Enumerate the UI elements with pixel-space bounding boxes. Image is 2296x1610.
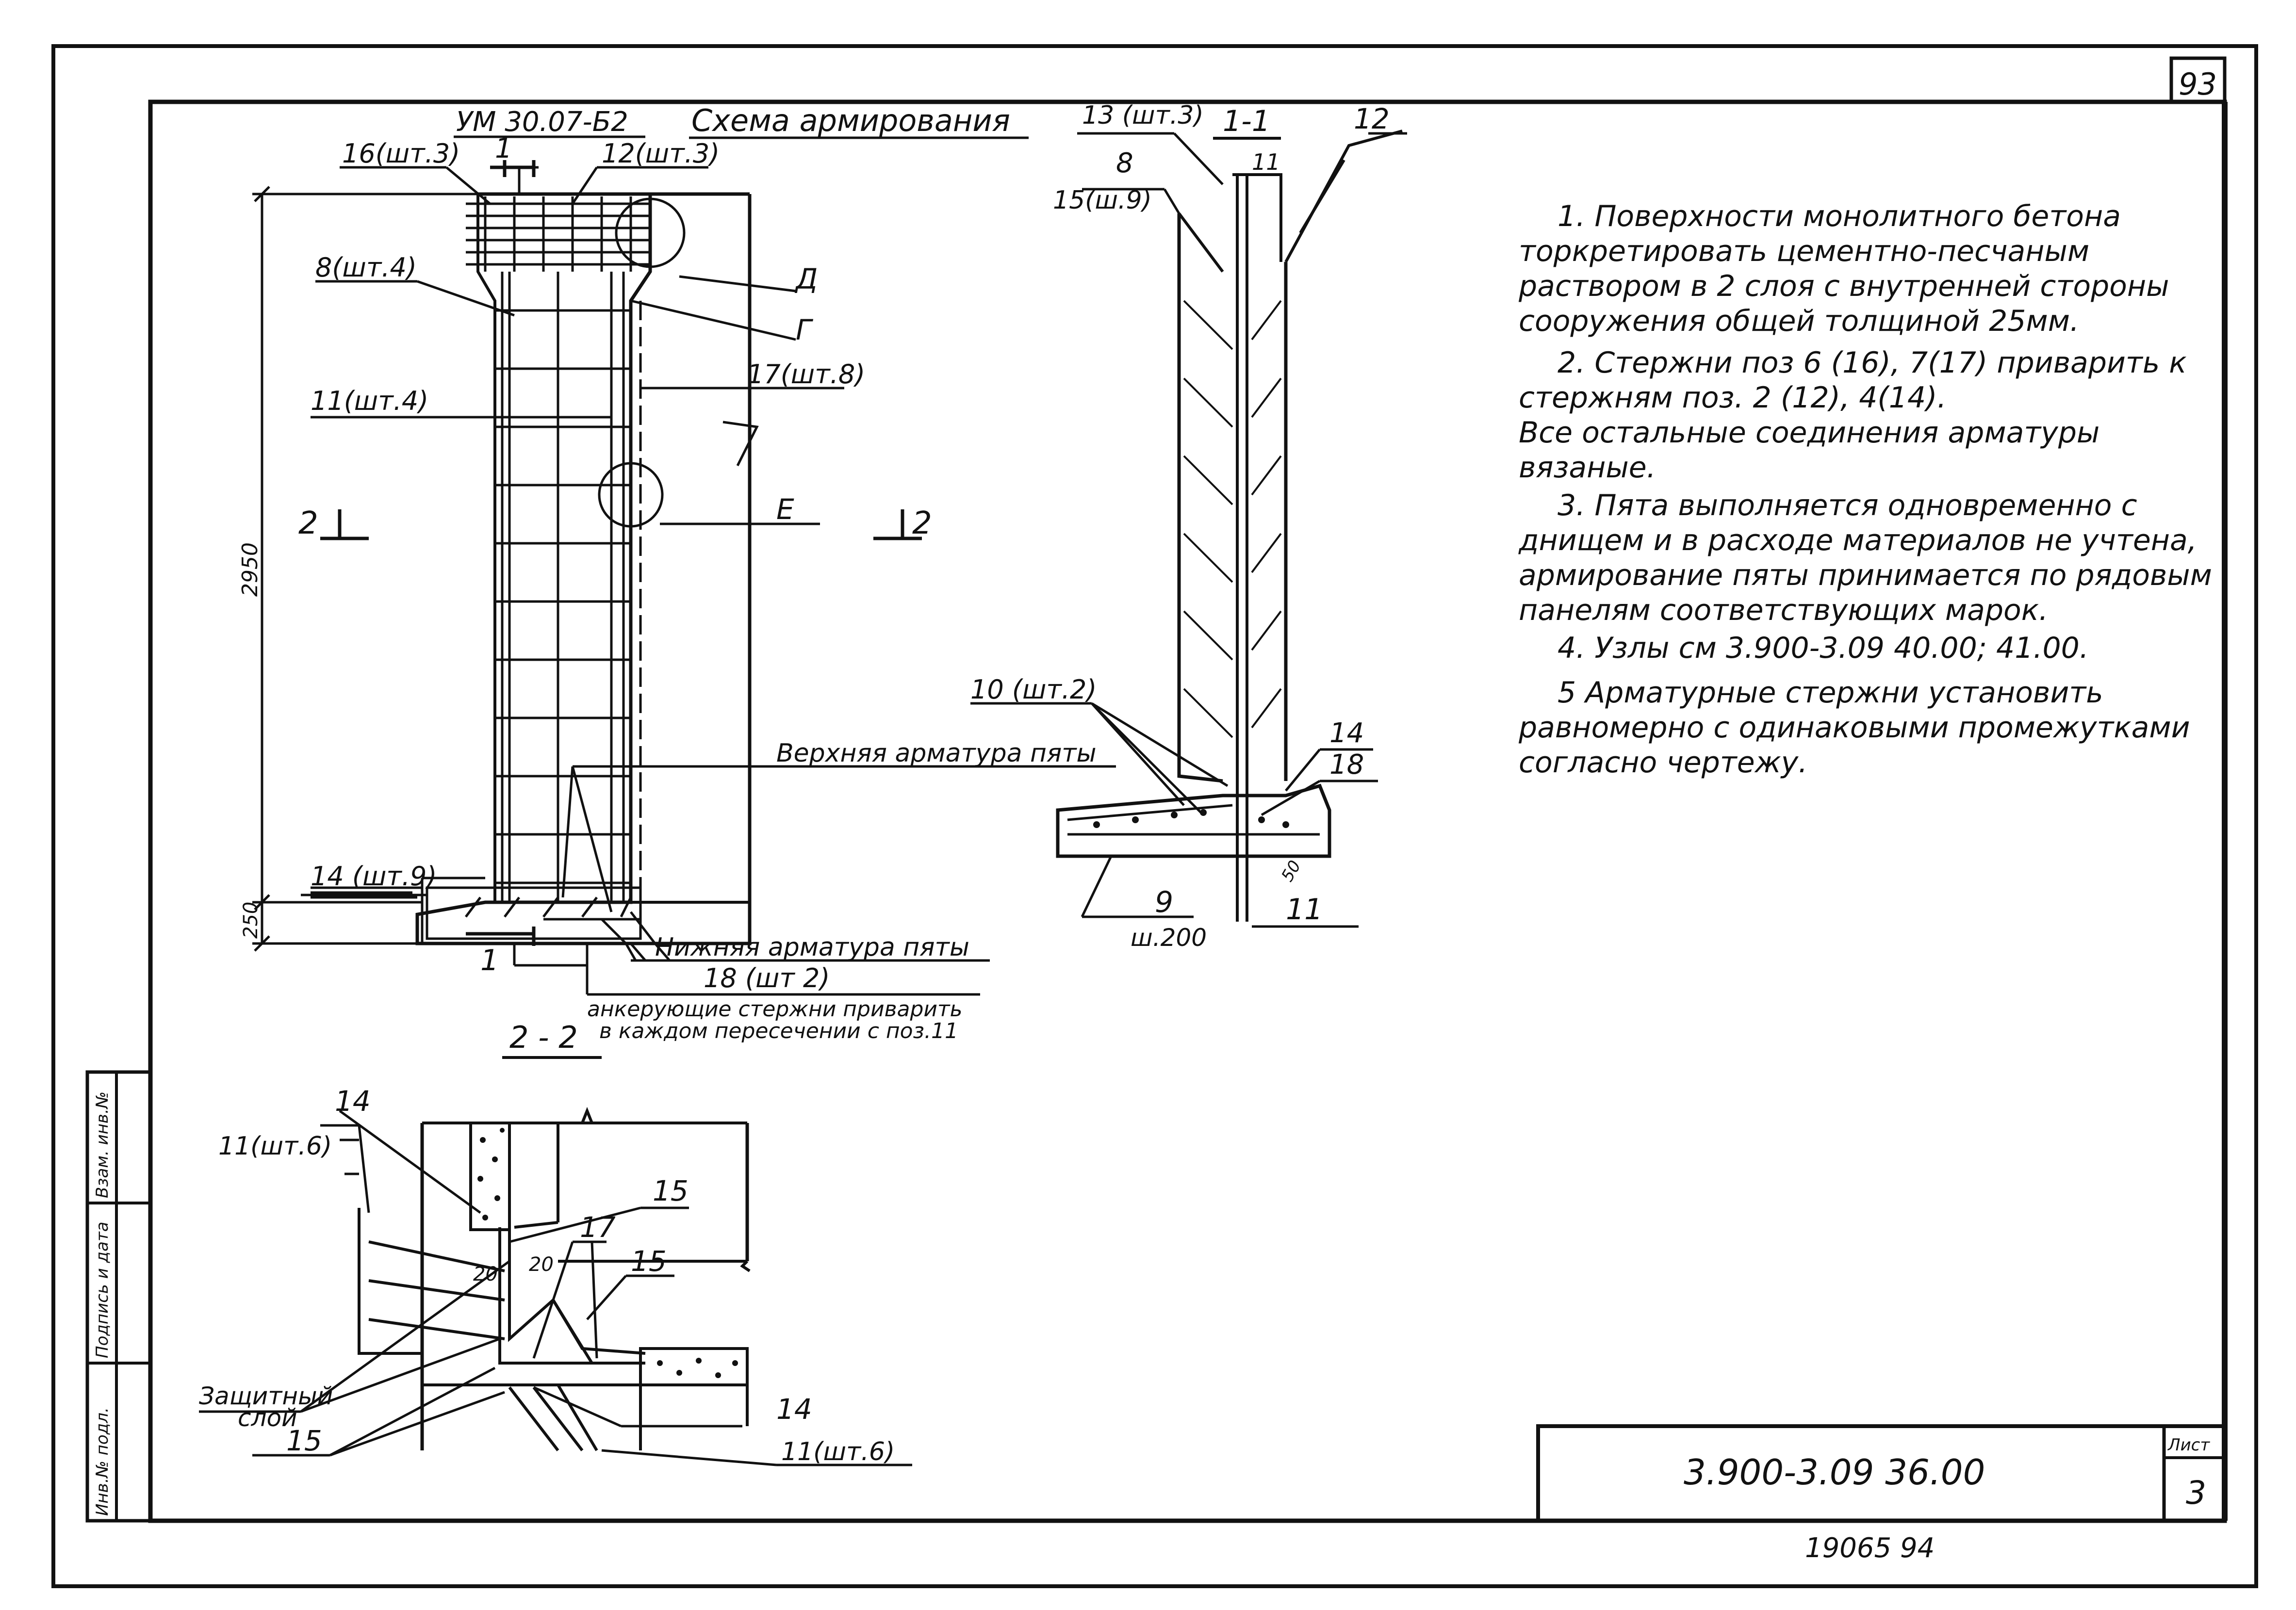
wall-grid — [495, 272, 642, 902]
note-2b: Все остальные соединения арматуры вязаны… — [1519, 416, 2100, 485]
s11-label-p10: 10 (шт.2) — [970, 674, 1097, 705]
note-2: 2. Стержни поз 6 (16), 7(17) приварить к… — [1519, 346, 2187, 415]
page-number: 93 — [2179, 66, 2217, 102]
stamp-side-labels: Инв.№ подл. Подпись и дата Взам. инв.№ — [93, 1091, 112, 1516]
footing-dots — [1093, 809, 1289, 828]
section-2-2-title: 2 - 2 — [509, 1020, 578, 1055]
s11-label-p12: 12 — [1354, 102, 1390, 135]
s11-dim-small: 50 — [1278, 857, 1305, 885]
main-reinforcement-view: УМ 30.07-Б2 Схема армирования — [238, 103, 1116, 1043]
s22-protective-line2: слой — [238, 1404, 297, 1432]
section-2-2-leaders — [199, 1109, 912, 1466]
label-p8: 8(шт.4) — [315, 252, 417, 283]
s11-label-p13: 13 (шт.3) — [1082, 101, 1204, 130]
concrete-fill-bottom — [657, 1358, 738, 1378]
sheet-label: Лист — [2167, 1435, 2210, 1455]
label-p14: 14 (шт.9) — [311, 861, 437, 892]
cut1-top-label: 1 — [495, 133, 512, 164]
cut2-left-label: 2 — [298, 505, 318, 541]
section-1-1-title: 1-1 — [1223, 104, 1270, 138]
s22-label-p15-top: 15 — [653, 1174, 689, 1207]
doc-code: 3.900-3.09 36.00 — [1684, 1452, 1985, 1493]
s22-label-p15-mid: 15 — [631, 1245, 667, 1278]
s11-label-p15: 15(ш.9) — [1053, 186, 1152, 215]
s11-label-p9: 9 — [1155, 885, 1173, 919]
node-circle-e — [598, 462, 664, 528]
label-p11: 11(шт.4) — [311, 386, 428, 416]
cut-marks — [320, 160, 922, 946]
stamp-label-signature: Подпись и дата — [93, 1221, 112, 1358]
dim-heel-label: 250 — [240, 902, 262, 939]
section-2-2: 2 - 2 — [199, 1020, 912, 1466]
sheet-number: 3 — [2186, 1474, 2206, 1512]
stamp-label-inventory: Инв.№ подл. — [93, 1407, 112, 1516]
top-cage — [466, 196, 650, 272]
note-3: 3. Пята выполняется одновременно с днище… — [1519, 488, 2212, 627]
panel-outline — [415, 192, 752, 945]
s22-label-p11-top: 11(шт.6) — [218, 1132, 332, 1161]
node-e-label: Е — [776, 493, 794, 526]
s11-label-p11-bottom: 11 — [1286, 893, 1323, 927]
section-1-1-leaders — [970, 132, 1407, 928]
cut2-right-label: 2 — [912, 505, 932, 541]
s22-label-p14-top: 14 — [335, 1085, 371, 1118]
section-1-1-hatch — [1183, 300, 1282, 738]
inventory-number: 19065 94 — [1805, 1532, 1935, 1564]
s22-dim-20b: 20 — [529, 1253, 554, 1276]
dimensions — [252, 186, 478, 952]
node-d-label: Д — [794, 262, 818, 295]
s11-label-p14: 14 — [1329, 717, 1364, 749]
s11-label-step: ш.200 — [1131, 924, 1207, 952]
sheet-frame — [51, 44, 2258, 1588]
upper-heel-label: Верхняя арматура пяты — [776, 739, 1097, 768]
cut1-bottom-label: 1 — [480, 943, 499, 977]
note-4: 4. Узлы см 3.900-3.09 40.00; 41.00. — [1558, 631, 2089, 665]
node-g-label: Г — [796, 313, 814, 346]
s22-label-p14-bottom: 14 — [776, 1393, 812, 1426]
note-5: 5 Арматурные стержни установить равномер… — [1519, 676, 2190, 780]
label-p17: 17(шт.8) — [747, 359, 865, 390]
section-1-1: 1-1 — [970, 101, 1407, 952]
lower-heel-label: Нижняя арматура пяты — [655, 933, 969, 962]
view-title: Схема армирования — [691, 103, 1010, 138]
s11-label-p11-top: 11 — [1252, 149, 1280, 175]
s22-protective-line1: Защитный — [199, 1382, 333, 1410]
concrete-fill — [477, 1128, 505, 1220]
s22-dim-20a: 20 — [473, 1263, 498, 1285]
s22-label-p15-bottom: 15 — [286, 1424, 322, 1457]
label-p12: 12(шт.3) — [602, 138, 720, 169]
stamp-label-replacement: Взам. инв.№ — [93, 1091, 112, 1198]
note-1: 1. Поверхности монолитного бетона торкре… — [1519, 199, 2169, 338]
anchor-note-line2: в каждом пересечении с поз.11 — [599, 1019, 958, 1043]
label-p16: 16(шт.3) — [342, 138, 460, 169]
panel-mark: УМ 30.07-Б2 — [456, 106, 628, 138]
break-mark — [722, 421, 759, 467]
general-notes: 1. Поверхности монолитного бетона торкре… — [1519, 199, 2217, 780]
leaders — [301, 166, 1116, 996]
anchor-note-line1: анкерующие стержни приварить — [587, 997, 963, 1022]
s11-label-p8: 8 — [1116, 147, 1133, 179]
node-circle-d — [615, 197, 686, 268]
dim-height-label: 2950 — [238, 542, 262, 597]
s11-label-p18: 18 — [1329, 749, 1364, 781]
s22-label-p17: 17 — [580, 1211, 616, 1244]
s22-label-p11-bottom: 11(шт.6) — [781, 1437, 895, 1466]
label-p18: 18 (шт 2) — [704, 963, 830, 993]
